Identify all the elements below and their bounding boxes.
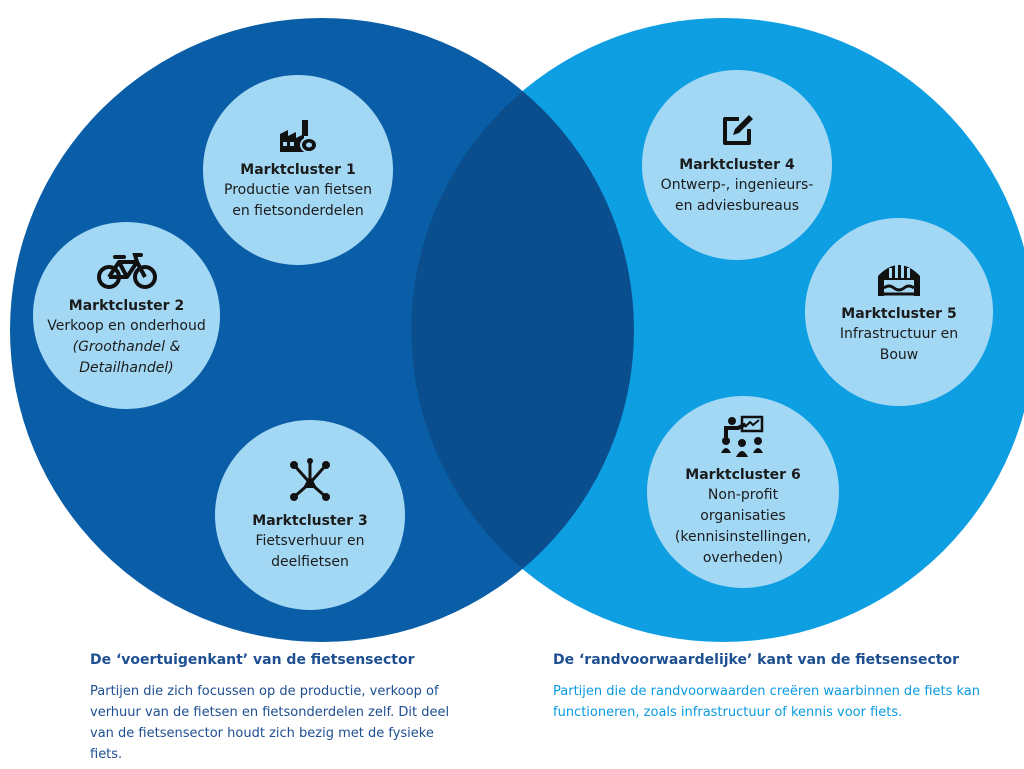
presentation-icon	[721, 415, 764, 457]
cluster-6-title: Marktcluster 6	[685, 467, 801, 483]
cluster-2-title: Marktcluster 2	[68, 298, 185, 314]
left-caption-body: Partijen die zich focussen op de product…	[90, 684, 450, 762]
cluster-1-title: Marktcluster 1	[240, 162, 356, 178]
cluster-1: Marktcluster 1 Productie van fietsen en …	[203, 75, 393, 265]
cluster-4-description: Ontwerp-, ingenieurs- en adviesbureaus	[660, 177, 814, 214]
cluster-3-description: Fietsverhuur en deelfietsen	[255, 533, 365, 570]
cluster-3-title: Marktcluster 3	[252, 513, 368, 529]
network-icon	[290, 458, 330, 501]
cluster-2-note: (Groothandel & Detailhandel)	[72, 339, 181, 376]
right-caption-heading: De ‘randvoorwaardelijke’ kant van de fie…	[553, 652, 959, 668]
cluster-4: Marktcluster 4 Ontwerp-, ingenieurs- en …	[642, 70, 832, 260]
cluster-4-title: Marktcluster 4	[679, 157, 795, 173]
cluster-5-title: Marktcluster 5	[841, 306, 957, 322]
bridge-icon	[878, 265, 920, 296]
cluster-2-description: Verkoop en onderhoud	[47, 318, 206, 334]
cluster-6-description: Non-profit organisaties (kennisinstellin…	[674, 487, 812, 566]
bicycle-icon	[96, 253, 157, 289]
overlap-region	[411, 18, 634, 642]
left-caption: De ‘voertuigenkant’ van de fietsensector…	[90, 650, 470, 765]
right-caption-body: Partijen die de randvoorwaarden creëren …	[553, 684, 981, 720]
cluster-2: Marktcluster 2 Verkoop en onderhoud (Gro…	[33, 222, 220, 409]
cluster-6: Marktcluster 6 Non-profit organisaties (…	[647, 396, 839, 588]
pencil-square-icon	[723, 115, 753, 145]
cluster-3: Marktcluster 3 Fietsverhuur en deelfiets…	[215, 420, 405, 610]
cluster-5: Marktcluster 5 Infrastructuur en Bouw	[805, 218, 993, 406]
cluster-1-description: Productie van fietsen en fietsonderdelen	[224, 182, 372, 219]
left-caption-heading: De ‘voertuigenkant’ van de fietsensector	[90, 652, 415, 668]
cluster-5-description: Infrastructuur en Bouw	[839, 326, 959, 363]
factory-icon	[280, 120, 318, 153]
right-caption: De ‘randvoorwaardelijke’ kant van de fie…	[553, 650, 993, 723]
